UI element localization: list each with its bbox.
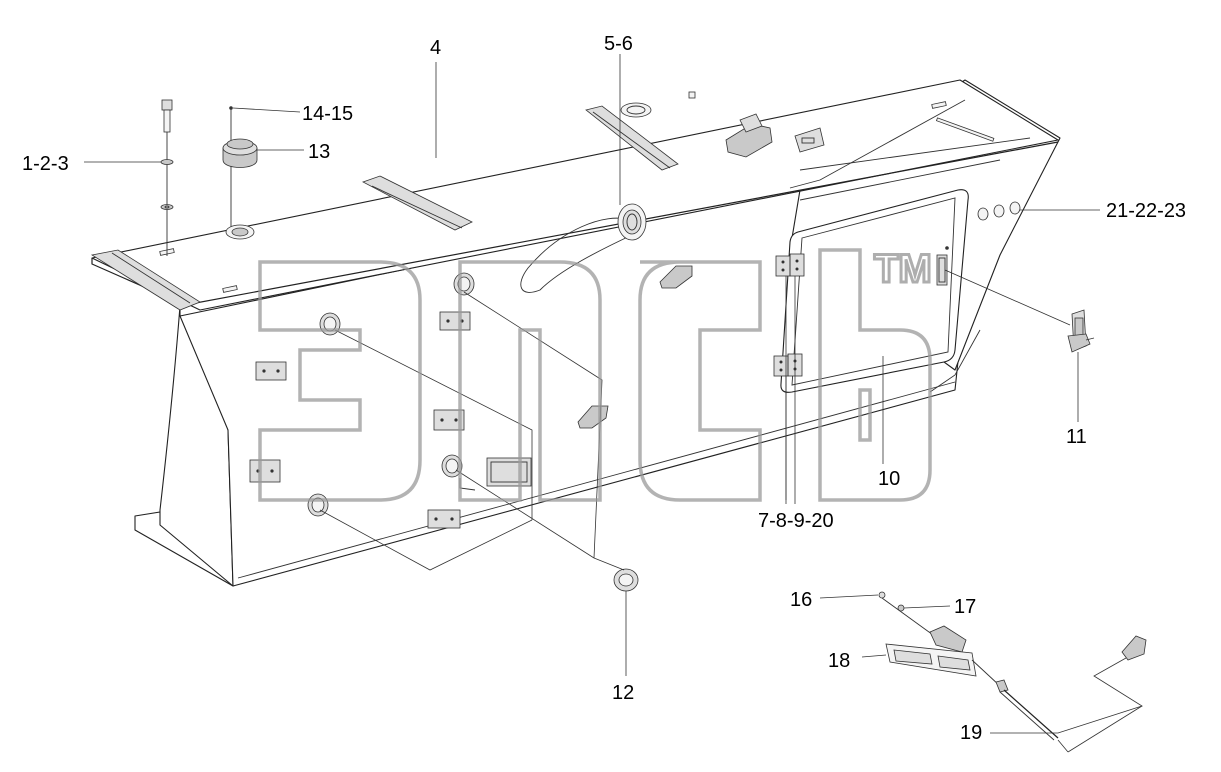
hasp-assembly: [878, 591, 1147, 741]
mounting-pads: [249, 265, 693, 529]
filler-opening: [520, 203, 647, 293]
callout-13: 13: [308, 141, 330, 163]
lid-hasp: [725, 113, 825, 158]
callout-12: 12: [612, 682, 634, 704]
door-panel: [780, 189, 969, 393]
callout-5-6: 5-6: [604, 33, 633, 55]
callout-17: 17: [954, 596, 976, 618]
top-strips: [90, 91, 995, 311]
callout-10: 10: [878, 468, 900, 490]
callout-19: 19: [960, 722, 982, 744]
callout-14-15: 14-15: [302, 103, 353, 125]
cap-and-screw: [222, 106, 258, 240]
callout-16: 16: [790, 589, 812, 611]
callout-7-8-9-20: 7-8-9-20: [758, 510, 834, 532]
callout-21-22-23: 21-22-23: [1106, 200, 1186, 222]
callout-1-2-3: 1-2-3: [22, 153, 69, 175]
callout-11: 11: [1066, 426, 1087, 448]
watermark: TM: [258, 246, 933, 502]
bolt-washer-nut: [160, 99, 174, 256]
door-latch: [1067, 309, 1095, 353]
callout-4: 4: [430, 37, 441, 59]
plug-holes: [977, 201, 1021, 221]
door-hinges: [773, 253, 805, 377]
watermark-trademark: TM: [874, 247, 932, 291]
callout-18: 18: [828, 650, 850, 672]
leader-lines: [84, 54, 1143, 753]
callout-labels: 1-2-3 14-15 13 4 5-6 21-22-23 11 10 7-8-…: [22, 33, 1186, 744]
loose-washer: [613, 568, 639, 592]
